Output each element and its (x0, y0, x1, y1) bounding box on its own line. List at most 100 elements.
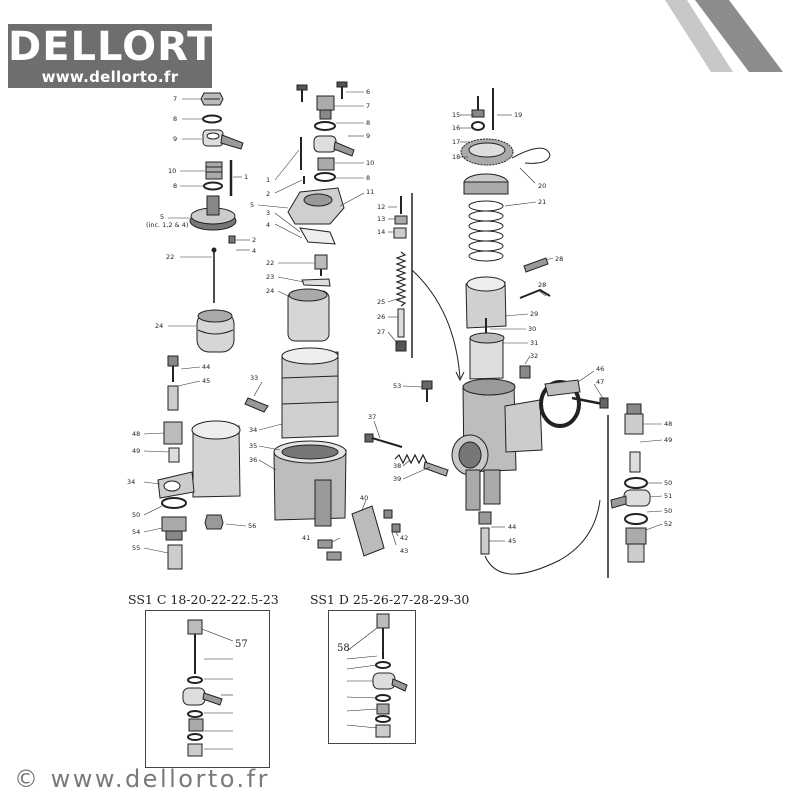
callout-number: 55 (132, 544, 140, 552)
part-screw-2a (228, 235, 236, 244)
variant-c-title: SS1 C 18-20-22-22.5-23 (128, 592, 279, 607)
part-jet-45a (167, 385, 179, 411)
callout-number: 36 (249, 456, 257, 464)
arrow-line (411, 269, 461, 379)
callout-number: 51 (664, 492, 672, 500)
variant-c-box: 57 (145, 610, 270, 768)
callout-number: 17 (452, 138, 460, 146)
callout-number: 15 (452, 111, 460, 119)
callout-number: 8 (366, 174, 370, 182)
part-clamp-46 (539, 379, 581, 428)
part-slide-31 (469, 332, 505, 380)
callout-number: 11 (366, 188, 374, 196)
part-spring-25 (395, 251, 407, 307)
callout-number: 38 (393, 462, 401, 470)
part-washer-50c (624, 513, 648, 525)
logo-url: www.dellorto.fr (41, 68, 179, 86)
part-jet-49b (629, 451, 641, 473)
callout-number: 10 (366, 159, 374, 167)
callout-number: 35 (249, 442, 257, 450)
part-nut-54 (161, 516, 187, 541)
part-nut-7 (200, 92, 224, 106)
part-bowl-34a (157, 420, 241, 499)
callout-number: 32 (530, 352, 538, 360)
part-clip-23 (301, 278, 331, 287)
part-spring-38 (394, 453, 428, 465)
callout-number: 12 (377, 203, 385, 211)
callout-number: 7 (173, 95, 177, 103)
callout-number: 21 (538, 198, 546, 206)
callout-number: 28 (555, 255, 563, 263)
callout-number: 1 (266, 176, 270, 184)
callout-number: 29 (530, 310, 538, 318)
part-jet-49a (168, 447, 180, 463)
part-nut-32 (519, 365, 531, 379)
part-spring-13 (394, 215, 408, 225)
part-cable (484, 499, 601, 575)
part-screw-33 (244, 397, 269, 413)
callout-number: 47 (596, 378, 604, 386)
callout-number: 50 (664, 507, 672, 515)
callout-number: 8 (173, 182, 177, 190)
callout-number: 48 (664, 420, 672, 428)
callout-number: 9 (173, 135, 177, 143)
part-banjo-51 (610, 489, 651, 509)
callout-number: 19 (514, 111, 522, 119)
callout-number: 22 (266, 259, 274, 267)
part-screw-44a (167, 355, 179, 382)
part-cover-5 (189, 195, 237, 231)
part-clips-28 (519, 257, 551, 299)
callout-number: 34 (127, 478, 135, 486)
callout-number: 7 (366, 102, 370, 110)
part-nut-14 (393, 227, 407, 239)
callout-number: 53 (393, 382, 401, 390)
part-cap-27 (395, 340, 407, 352)
callout-57: 57 (235, 639, 248, 650)
callout-number: 43 (400, 547, 408, 555)
callout-number: (inc. 1,2 & 4) (146, 221, 188, 229)
callout-number: 24 (155, 322, 163, 330)
part-bowl-base-36 (273, 440, 347, 527)
callout-number: 42 (400, 534, 408, 542)
part-screws-41 (317, 539, 342, 561)
part-slide-29 (465, 276, 507, 329)
part-washer-50a (161, 497, 187, 509)
part-gasket-3 (299, 227, 336, 245)
callout-number: 54 (132, 528, 140, 536)
callout-number: 50 (664, 479, 672, 487)
callout-number: 5 (250, 201, 254, 209)
callout-number: 18 (452, 153, 460, 161)
callout-number: 56 (248, 522, 256, 530)
part-screw-26 (397, 308, 405, 338)
callout-number: 4 (266, 221, 270, 229)
part-washer-16 (471, 121, 485, 131)
callout-number: 8 (366, 119, 370, 127)
callout-number: 22 (166, 253, 174, 261)
part-banjo-9b (313, 135, 355, 157)
variant-d-title: SS1 D 25-26-27-28-29-30 (310, 592, 470, 607)
callout-number: 46 (596, 365, 604, 373)
part-pins-1-2 (300, 137, 305, 184)
callout-number: 27 (377, 328, 385, 336)
footer-copyright: © www.dellorto.fr (14, 765, 270, 793)
part-drain-56 (204, 514, 224, 530)
callout-number: 2 (252, 236, 256, 244)
callout-number: 40 (360, 494, 368, 502)
callout-number: 28 (538, 281, 546, 289)
part-spring-10 (205, 161, 223, 180)
callout-number: 1 (244, 173, 248, 181)
callout-number: 49 (132, 447, 140, 455)
part-float-24b (287, 288, 330, 342)
callout-number: 4 (252, 247, 256, 255)
part-bowl-34b (281, 347, 339, 439)
callout-number: 24 (266, 287, 274, 295)
dellorto-logo[interactable]: DELLORTO www.dellorto.fr (8, 24, 249, 88)
part-needle-22b (314, 254, 328, 276)
part-washer-50b (624, 477, 648, 489)
callout-number: 39 (393, 475, 401, 483)
callout-58: 58 (337, 643, 350, 654)
callout-number: 16 (452, 124, 460, 132)
variant-d-box: 58 (328, 610, 416, 744)
callout-number: 49 (664, 436, 672, 444)
